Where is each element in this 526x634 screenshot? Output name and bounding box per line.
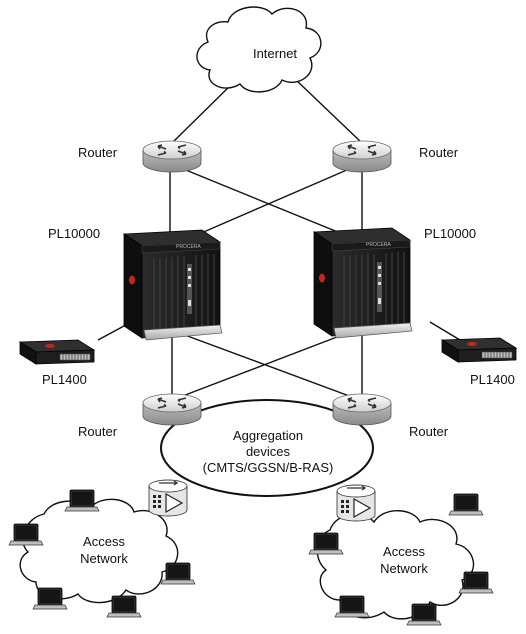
- laptop-icon: [64, 489, 100, 512]
- router-top-left: [142, 140, 202, 173]
- pl10000-right: PROCERA: [313, 227, 413, 339]
- laptop-icon: [160, 562, 196, 585]
- pl1400-left: [19, 339, 95, 365]
- laptop-icon: [458, 571, 494, 594]
- router-top-right: [332, 140, 392, 173]
- access-network-right: Access Network: [316, 510, 475, 620]
- pl10000-left: PROCERA: [123, 229, 223, 341]
- aggregation-device-right: [336, 484, 376, 522]
- router-icon: [142, 393, 202, 426]
- pl10000-left-label: PL10000: [48, 226, 100, 241]
- cmts-icon: [148, 479, 188, 517]
- connection-lines: [97, 79, 461, 398]
- access-left-label-line1: Access: [83, 534, 125, 549]
- link-pl-left-router-right: [181, 333, 353, 398]
- appliance-icon: [441, 337, 517, 363]
- pl1400-right: [441, 337, 517, 363]
- chassis-brand: PROCERA: [366, 242, 391, 248]
- internet-cloud: Internet: [196, 6, 322, 93]
- laptop-icon: [334, 595, 370, 618]
- access-right-label-line2: Network: [380, 561, 428, 576]
- link-internet-router-right: [295, 79, 363, 144]
- cmts-icon: [336, 484, 376, 522]
- server-chassis-icon: [313, 227, 413, 339]
- access-right-label-line1: Access: [383, 544, 425, 559]
- router-top-left-label: Router: [78, 145, 118, 160]
- pl1400-left-label: PL1400: [42, 372, 87, 387]
- cloud-icon: [196, 6, 322, 93]
- cloud-icon: [316, 510, 475, 620]
- router-bottom-right-label: Router: [409, 424, 449, 439]
- router-bottom-left: [142, 393, 202, 426]
- link-pl-right-router-left: [179, 331, 351, 398]
- access-network-left: Access Network: [19, 498, 179, 604]
- link-router-right-pl-left: [191, 165, 357, 238]
- link-pl1400-right: [429, 321, 461, 341]
- aggregation-label-line2: devices: [246, 444, 291, 459]
- pl1400-right-label: PL1400: [470, 372, 515, 387]
- router-bottom-right: [332, 393, 392, 426]
- laptop-icon: [448, 493, 484, 516]
- link-internet-router-left: [171, 79, 237, 144]
- link-router-left-pl-right: [175, 165, 351, 238]
- laptop-icon: [32, 587, 68, 610]
- router-icon: [142, 140, 202, 173]
- laptop-icon: [106, 595, 142, 618]
- internet-label: Internet: [253, 46, 297, 61]
- laptop-icon: [406, 603, 442, 626]
- pl10000-right-label: PL10000: [424, 226, 476, 241]
- laptop-icon: [308, 532, 344, 555]
- router-top-right-label: Router: [419, 145, 459, 160]
- cloud-icon: [19, 498, 179, 604]
- appliance-icon: [19, 339, 95, 365]
- router-icon: [332, 140, 392, 173]
- chassis-brand: PROCERA: [176, 244, 201, 250]
- router-icon: [332, 393, 392, 426]
- aggregation-label-line1: Aggregation: [233, 428, 303, 443]
- access-left-label-line2: Network: [80, 551, 128, 566]
- router-bottom-left-label: Router: [78, 424, 118, 439]
- aggregation-label: Aggregation devices (CMTS/GGSN/B-RAS): [203, 428, 334, 475]
- aggregation-ring: [160, 399, 374, 497]
- server-chassis-icon: [123, 229, 223, 341]
- aggregation-label-line3: (CMTS/GGSN/B-RAS): [203, 460, 334, 475]
- laptop-icon: [8, 523, 44, 546]
- aggregation-device-left: [148, 479, 188, 517]
